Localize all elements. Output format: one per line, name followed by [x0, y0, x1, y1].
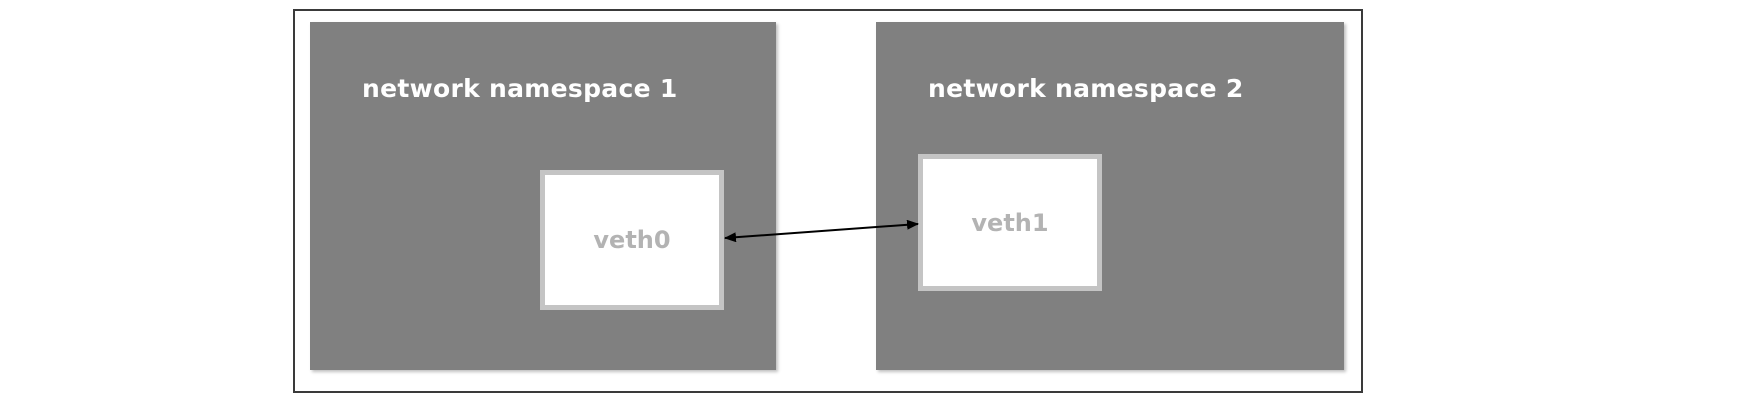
veth1-interface: veth1	[918, 154, 1102, 291]
namespace-2-title: network namespace 2	[928, 74, 1244, 103]
namespace-1-title: network namespace 1	[362, 74, 678, 103]
veth0-interface: veth0	[540, 170, 724, 310]
veth1-label: veth1	[971, 208, 1049, 237]
network-namespace-2: network namespace 2	[876, 22, 1344, 370]
veth0-label: veth0	[593, 226, 671, 254]
